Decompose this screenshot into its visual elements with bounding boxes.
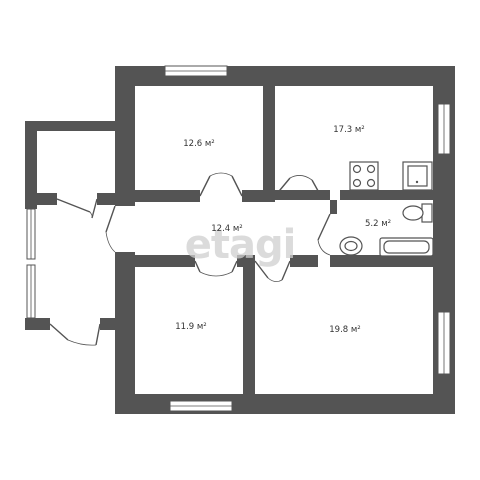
windows [26,65,451,412]
stove [349,161,379,191]
doors [49,172,331,346]
bathtub [379,237,434,257]
room-area-label: 11.9 м² [175,322,206,332]
room-area-label: 19.8 м² [329,325,360,335]
interior-walls [135,86,433,395]
kitchen-sink [402,161,433,191]
toilet [402,203,433,223]
bathroom-sink [339,236,363,256]
room-area-label: 12.6 м² [183,139,214,149]
room-area-label: 12.4 м² [211,224,242,234]
outer-walls [115,66,455,414]
room-area-label: 17.3 м² [333,125,364,135]
vestibule-walls [25,121,115,330]
room-area-label: 5.2 м² [365,219,391,229]
watermark: etagi [185,222,296,268]
